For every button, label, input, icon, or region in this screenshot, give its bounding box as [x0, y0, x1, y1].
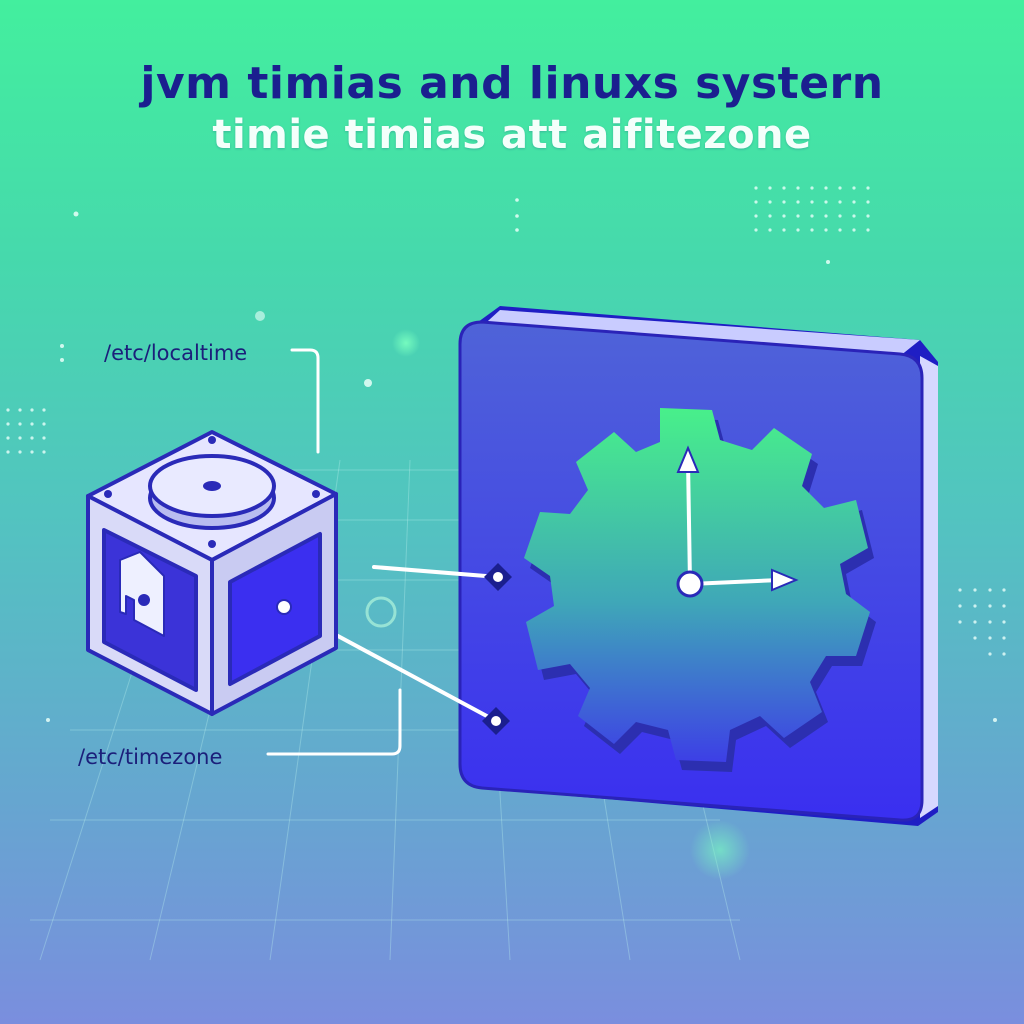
page-title: jvm timias and linuxs systern [140, 58, 884, 109]
timezone-label: /etc/timezone [78, 745, 222, 769]
page-subtitle: timie timias att aifitezone [212, 112, 812, 158]
connector-dot-icon [484, 563, 512, 591]
dot-matrix-right [958, 588, 1006, 656]
clock-hands-icon [676, 445, 799, 598]
dot-matrix-left [6, 408, 46, 454]
localtime-label: /etc/localtime [104, 341, 247, 365]
smiley-icon [365, 596, 397, 628]
connector-dot-icon [276, 599, 292, 615]
timezone-leader-line [266, 688, 402, 756]
server-cube-icon [86, 430, 338, 716]
glow-orb [690, 820, 750, 880]
localtime-leader-line [290, 348, 320, 454]
glow-orb [392, 329, 420, 357]
dot-matrix-topright [754, 186, 870, 232]
disk-icon [148, 454, 276, 530]
connector-dot-icon [482, 707, 510, 735]
folder-icon [102, 528, 198, 692]
